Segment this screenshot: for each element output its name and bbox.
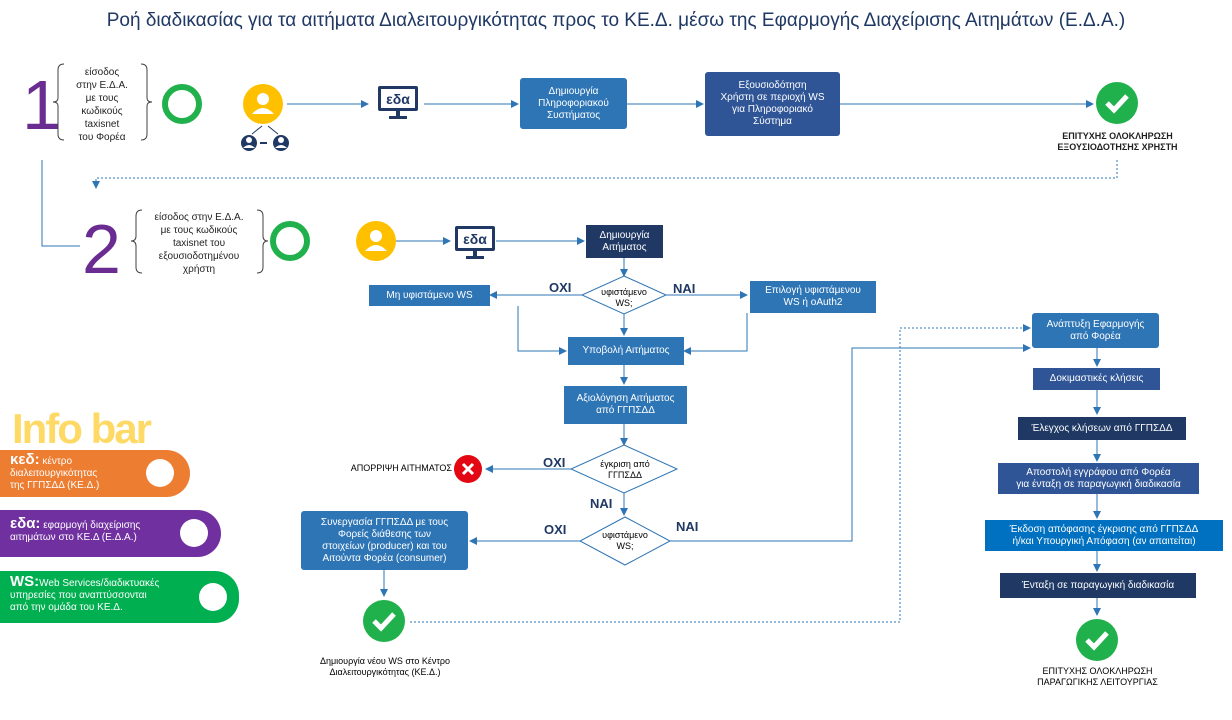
label-no-3: ΟΧΙ <box>544 522 567 537</box>
step-number-2: 2 <box>82 210 121 288</box>
label-no-2: ΟΧΙ <box>543 455 566 470</box>
user-icon-2 <box>356 221 396 261</box>
infobar-key-ked: κεδ: <box>10 451 40 468</box>
label-yes-3: ΝΑΙ <box>676 519 699 534</box>
start-circle-icon <box>162 84 202 124</box>
infobar-item-eda: εδα: εφαρμογή διαχείρισης αιτημάτων στο … <box>0 510 221 557</box>
box-production: Ένταξη σε παραγωγική διαδικασία <box>1000 573 1196 598</box>
start-circle-icon-2 <box>270 221 310 261</box>
user-icon <box>243 84 283 124</box>
label-yes-2: ΝΑΙ <box>590 496 613 511</box>
label-yes-1: ΝΑΙ <box>673 281 696 296</box>
success-check-icon-3 <box>1076 619 1118 661</box>
reject-x-icon <box>454 455 482 483</box>
success-check-icon-2 <box>363 600 405 642</box>
infobar-key-eda: εδα: <box>10 515 41 532</box>
box-check-calls: Έλεγχος κλήσεων από ΓΓΠΣΔΔ <box>1018 417 1186 440</box>
decision-existing-ws <box>580 275 668 315</box>
step-number-1: 1 <box>22 66 61 144</box>
infobar-circle-icon <box>146 459 174 487</box>
box-not-existing-ws: Μη υφιστάμενο WS <box>369 285 490 306</box>
page-title: Ροή διαδικασίας για τα αιτήματα Διαλειτο… <box>106 10 1126 31</box>
success-check-icon-1 <box>1096 82 1138 124</box>
decision-approval <box>569 444 679 494</box>
box-submit-request: Υποβολή Αιτήματος <box>568 337 684 365</box>
label-no-1: ΟΧΙ <box>549 280 572 295</box>
infobar-item-ws: WS:Web Services/διαδικτυακές υπηρεσίες π… <box>0 571 239 623</box>
infobar-key-ws: WS: <box>10 573 40 590</box>
user-group-icon <box>241 125 289 151</box>
eda-monitor-icon: εδα <box>378 86 418 120</box>
rejection-label: ΑΠΟΡΡΙΨΗ ΑΙΤΗΜΑΤΟΣ <box>350 463 452 473</box>
eda-monitor-icon-2: εδα <box>455 226 495 260</box>
decision-existing-ws-2 <box>578 516 672 566</box>
infobar-item-ked: κεδ: κέντρο διαλειτουργικότητας της ΓΓΠΣ… <box>0 450 190 497</box>
box-test-calls: Δοκιμαστικές κλήσεις <box>1033 368 1160 390</box>
infobar-circle-icon <box>199 583 227 611</box>
infobar-heading: Info bar <box>12 405 152 452</box>
infobar-circle-icon <box>180 519 208 547</box>
